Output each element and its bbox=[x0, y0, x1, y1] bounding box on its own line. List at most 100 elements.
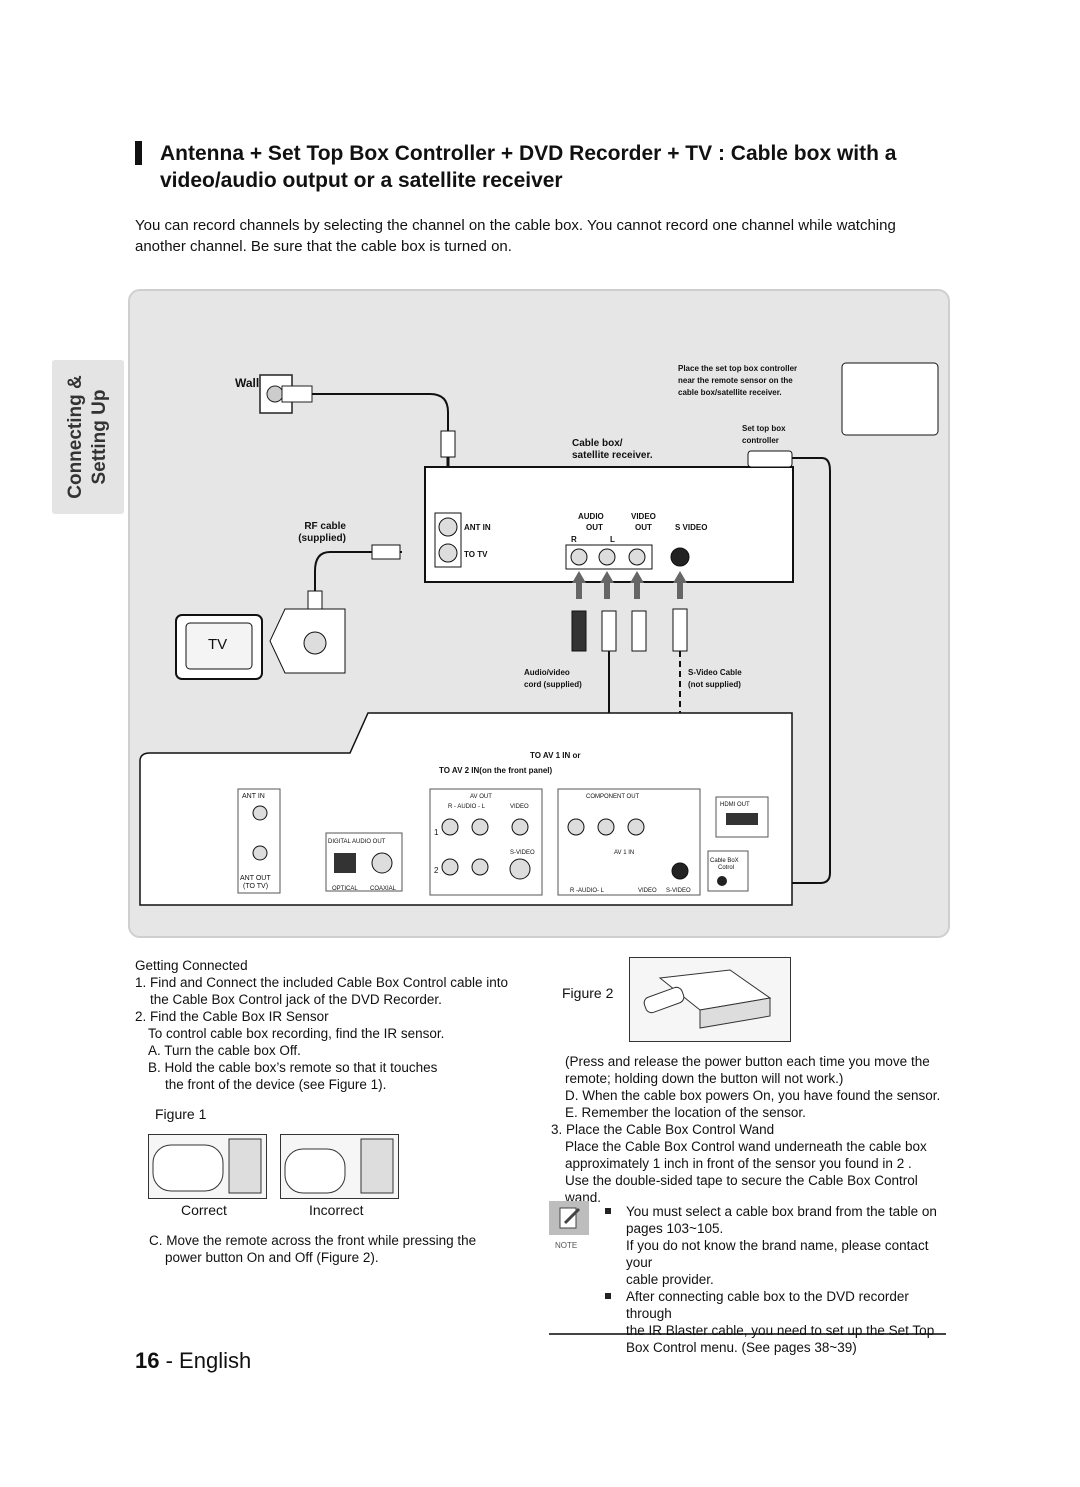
audio-r-jack bbox=[570, 548, 588, 566]
label-cablebox-ctrl-2: Cotrol bbox=[718, 865, 735, 871]
note-bullet-1 bbox=[605, 1208, 611, 1214]
arrow-2 bbox=[600, 571, 614, 599]
component-pb-jack bbox=[597, 818, 615, 836]
cable-box-control-jack bbox=[717, 876, 727, 886]
label-place-1: Place the set top box controller bbox=[678, 364, 798, 373]
note-icon bbox=[549, 1201, 589, 1235]
cable-box-control-panel bbox=[707, 850, 749, 892]
plug-video bbox=[631, 610, 647, 652]
label-coaxial: COAXIAL bbox=[370, 886, 397, 892]
label-optical: OPTICAL bbox=[332, 886, 358, 892]
arrow-3 bbox=[630, 571, 644, 599]
step-e: E. Remember the location of the sensor. bbox=[565, 1105, 806, 1120]
label-bottom-audio: R -AUDIO- L bbox=[570, 888, 605, 894]
connection-diagram: Wall RF cable (supplied) TV Cable box/ s… bbox=[128, 289, 950, 938]
figure-2-drawing bbox=[643, 969, 772, 1029]
wall-cable-plug bbox=[440, 430, 456, 458]
label-stb-2: controller bbox=[742, 436, 779, 445]
cable-box-ant-in-jack bbox=[438, 517, 458, 537]
figure-1-incorrect-image bbox=[280, 1134, 399, 1199]
label-r: R bbox=[571, 535, 577, 544]
note-label: NOTE bbox=[555, 1241, 578, 1250]
step-2-detail: To control cable box recording, find the… bbox=[148, 1026, 445, 1041]
cable-box-to-tv-jack bbox=[438, 543, 458, 563]
page-footer: 16 - English bbox=[135, 1348, 251, 1374]
label-digital-audio-out: DIGITAL AUDIO OUT bbox=[328, 839, 386, 845]
intro-paragraph: You can record channels by selecting the… bbox=[135, 215, 935, 257]
label-rf-cable: RF cable (supplied) bbox=[298, 521, 346, 545]
av1-l-jack bbox=[471, 818, 489, 836]
heading-bar bbox=[135, 141, 142, 165]
label-av-cord: Audio/video cord (supplied) bbox=[524, 667, 582, 691]
step-d: D. When the cable box powers On, you hav… bbox=[565, 1088, 941, 1103]
rear-ant-out-jack bbox=[252, 845, 268, 861]
note-box bbox=[549, 1199, 946, 1335]
step-3: 3. Place the Cable Box Control Wand bbox=[551, 1122, 775, 1137]
label-s-video-small: S-VIDEO bbox=[510, 850, 535, 856]
note-press-1: (Press and release the power button each… bbox=[565, 1054, 930, 1069]
remote-incorrect-drawing bbox=[284, 1138, 394, 1194]
coaxial-jack bbox=[371, 852, 393, 874]
left-column: Getting Connected 1. Find and Connect th… bbox=[135, 957, 535, 1093]
step-c-line-2: power button On and Off (Figure 2). bbox=[165, 1250, 379, 1265]
label-svideo-cable-1: S-Video Cable bbox=[688, 668, 742, 677]
intro-line-1: You can record channels by selecting the… bbox=[135, 217, 896, 234]
label-video-out: OUT bbox=[635, 523, 652, 532]
label-audio-rl: R - AUDIO - L bbox=[448, 804, 486, 810]
label-audio-out: OUT bbox=[586, 523, 603, 532]
label-ant-in: ANT IN bbox=[464, 523, 491, 532]
note-1-line-4: cable provider. bbox=[626, 1272, 714, 1287]
label-av-cord-2: cord (supplied) bbox=[524, 680, 582, 689]
step-c-line-1: C. Move the remote across the front whil… bbox=[149, 1233, 477, 1248]
label-av-cord-1: Audio/video bbox=[524, 668, 570, 677]
intro-line-2: another channel. Be sure that the cable … bbox=[135, 238, 512, 255]
av-plugs bbox=[571, 608, 688, 652]
remote-correct bbox=[152, 1144, 224, 1192]
page-title: Antenna + Set Top Box Controller + DVD R… bbox=[160, 140, 960, 194]
figure-1-correct-image bbox=[148, 1134, 267, 1199]
step-b-line-1: B. Hold the cable box’s remote so that i… bbox=[148, 1060, 438, 1075]
label-stb-1: Set top box bbox=[742, 424, 786, 433]
note-1-line-1: You must select a cable box brand from t… bbox=[626, 1204, 937, 1219]
label-cable-box-2: satellite receiver. bbox=[572, 450, 653, 461]
diagram-drawing bbox=[139, 362, 939, 906]
step-c: C. Move the remote across the front whil… bbox=[149, 1232, 539, 1266]
step-a: A. Turn the cable box Off. bbox=[148, 1043, 301, 1058]
stb-callout bbox=[841, 362, 939, 436]
step-3-line-2: approximately 1 inch in front of the sen… bbox=[565, 1156, 912, 1171]
component-y-jack bbox=[567, 818, 585, 836]
right-column-text: (Press and release the power button each… bbox=[565, 1053, 950, 1121]
plug-audio-r bbox=[571, 610, 587, 652]
label-l: L bbox=[610, 535, 615, 544]
av2-svideo-jack bbox=[509, 858, 531, 880]
note-1-line-3: If you do not know the brand name, pleas… bbox=[626, 1238, 929, 1270]
label-incorrect: Incorrect bbox=[309, 1202, 364, 1218]
label-stb-controller: Set top box controller bbox=[742, 423, 786, 447]
label-place-3: cable box/satellite receiver. bbox=[678, 388, 782, 397]
cable-box-front bbox=[699, 997, 771, 1029]
wall-connector bbox=[281, 385, 313, 403]
note-2-line-1: After connecting cable box to the DVD re… bbox=[626, 1289, 909, 1321]
remote-incorrect bbox=[284, 1148, 346, 1194]
label-rear-ant-in: ANT IN bbox=[242, 793, 265, 800]
note-2-line-2: the IR Blaster cable, you need to set up… bbox=[626, 1323, 935, 1338]
optical-jack bbox=[334, 853, 356, 873]
step-b-line-2: the front of the device (see Figure 1). bbox=[165, 1077, 387, 1092]
step-3-line-1: Place the Cable Box Control wand underne… bbox=[565, 1139, 927, 1154]
rf-cable-plug-top bbox=[371, 544, 401, 560]
label-av-out: AV OUT bbox=[470, 794, 492, 800]
label-component-out: COMPONENT OUT bbox=[586, 794, 640, 800]
stb-cable bbox=[770, 457, 831, 884]
step-3-block: 3. Place the Cable Box Control Wand Plac… bbox=[551, 1121, 946, 1206]
note-press-2: remote; holding down the button will not… bbox=[565, 1071, 844, 1086]
label-bottom-svideo: S-VIDEO bbox=[666, 888, 691, 894]
side-tab-line-2: Setting Up bbox=[89, 389, 110, 485]
note-1-line-2: pages 103~105. bbox=[626, 1221, 724, 1236]
label-wall: Wall bbox=[235, 376, 260, 390]
figure-2-image bbox=[629, 957, 791, 1042]
av2-r-jack bbox=[441, 858, 459, 876]
label-place-2: near the remote sensor on the bbox=[678, 376, 793, 385]
label-audio: AUDIO bbox=[578, 512, 604, 521]
label-input-2: 2 bbox=[434, 866, 439, 875]
note-pencil-icon bbox=[559, 1207, 581, 1229]
